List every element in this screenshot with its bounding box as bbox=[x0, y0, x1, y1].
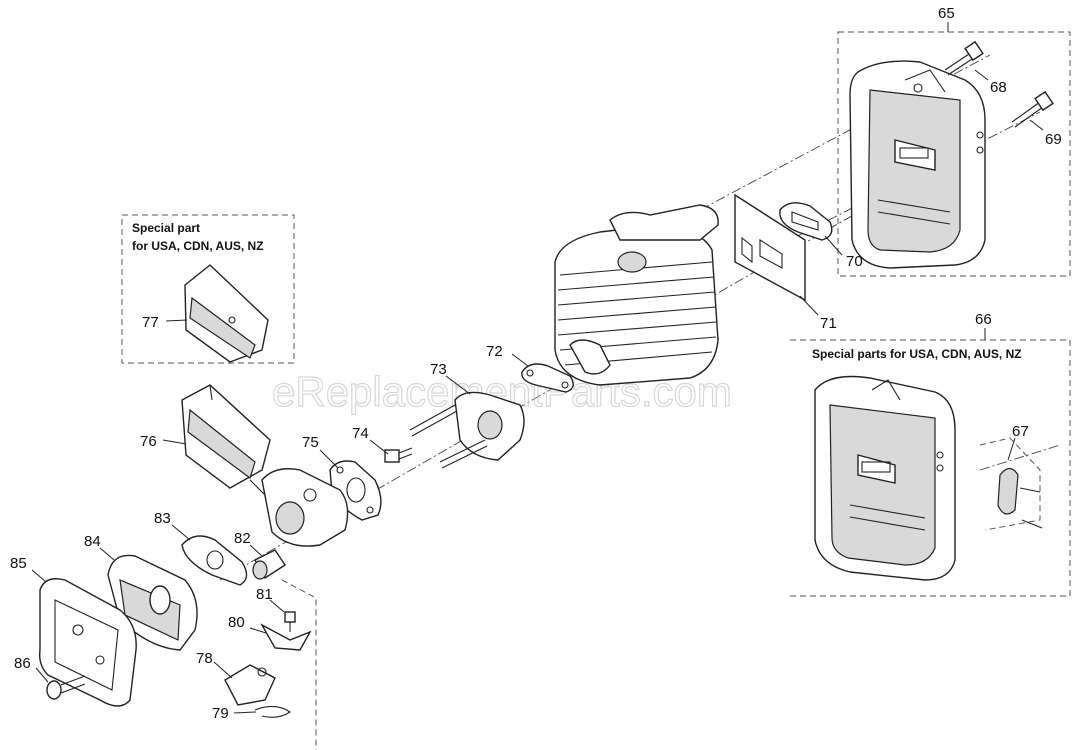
bolt-68 bbox=[944, 40, 984, 76]
callout-73: 73 bbox=[430, 361, 447, 378]
callout-84: 84 bbox=[84, 533, 101, 550]
callout-67: 67 bbox=[1012, 423, 1029, 440]
leader-83 bbox=[171, 524, 191, 541]
leader-67 bbox=[1007, 437, 1016, 461]
callout-78: 78 bbox=[196, 650, 213, 667]
carburetor bbox=[249, 468, 349, 547]
special-parts-note: Special parts for USA, CDN, AUS, NZ bbox=[812, 347, 1022, 361]
leader-86 bbox=[35, 667, 49, 683]
callout-65: 65 bbox=[938, 5, 955, 22]
gasket-83 bbox=[181, 535, 248, 586]
callout-77: 77 bbox=[142, 314, 159, 331]
intake-flange-73 bbox=[409, 391, 525, 469]
screw-86 bbox=[46, 675, 86, 700]
leader-80 bbox=[249, 627, 267, 634]
callout-83: 83 bbox=[154, 510, 171, 527]
callout-66: 66 bbox=[975, 311, 992, 328]
leader-76 bbox=[162, 439, 187, 445]
muffler-group-box bbox=[837, 31, 1071, 277]
leader-82 bbox=[249, 544, 263, 557]
bracket-76 bbox=[181, 384, 271, 489]
screw-81 bbox=[284, 611, 296, 632]
leader-85 bbox=[31, 569, 47, 583]
bolt-69 bbox=[1011, 90, 1054, 128]
callout-68: 68 bbox=[990, 79, 1007, 96]
leader-72 bbox=[511, 353, 529, 367]
gasket-70 bbox=[779, 202, 833, 241]
callout-76: 76 bbox=[140, 433, 157, 450]
leader-84 bbox=[99, 547, 115, 561]
leader-75 bbox=[319, 449, 339, 469]
callout-71: 71 bbox=[820, 315, 837, 332]
callout-86: 86 bbox=[14, 655, 31, 672]
callout-69: 69 bbox=[1045, 131, 1062, 148]
callout-75: 75 bbox=[302, 434, 319, 451]
leader-69 bbox=[1029, 119, 1044, 131]
filter-cover-85 bbox=[38, 578, 137, 707]
leader-73 bbox=[445, 375, 471, 395]
leader-70 bbox=[824, 235, 843, 256]
callout-80: 80 bbox=[228, 614, 245, 631]
spring-79 bbox=[254, 705, 291, 718]
carburetor-group-bracket bbox=[281, 579, 317, 750]
screw-74 bbox=[384, 447, 413, 463]
muffler bbox=[849, 60, 986, 269]
callout-82: 82 bbox=[234, 530, 251, 547]
spark-screen-67 bbox=[979, 437, 1043, 531]
special-muffler bbox=[814, 375, 956, 581]
callout-70: 70 bbox=[846, 253, 863, 270]
screen-axis bbox=[979, 444, 1061, 471]
cylinder bbox=[554, 204, 719, 386]
special-part-box bbox=[121, 214, 295, 364]
throttle-part-78 bbox=[224, 664, 276, 706]
special-muffler-group-box bbox=[790, 339, 1071, 597]
callout-74: 74 bbox=[352, 425, 369, 442]
callout-85: 85 bbox=[10, 555, 27, 572]
gasket-72 bbox=[521, 363, 574, 393]
leader-74 bbox=[369, 439, 389, 455]
bracket-77 bbox=[184, 264, 269, 363]
leader-68 bbox=[974, 69, 989, 81]
leader-77 bbox=[165, 319, 188, 322]
leader-79 bbox=[233, 711, 257, 714]
plate-71 bbox=[734, 193, 806, 302]
clip-80 bbox=[260, 623, 312, 651]
leader-71 bbox=[799, 295, 819, 316]
leader-81 bbox=[269, 599, 285, 613]
callout-79: 79 bbox=[212, 705, 229, 722]
callout-81: 81 bbox=[256, 586, 273, 603]
spacer-82 bbox=[252, 549, 286, 580]
callout-72: 72 bbox=[486, 343, 503, 360]
special-part-note-line1: Special part bbox=[132, 221, 200, 235]
special-part-note-line2: for USA, CDN, AUS, NZ bbox=[132, 239, 264, 253]
leader-78 bbox=[213, 661, 233, 679]
